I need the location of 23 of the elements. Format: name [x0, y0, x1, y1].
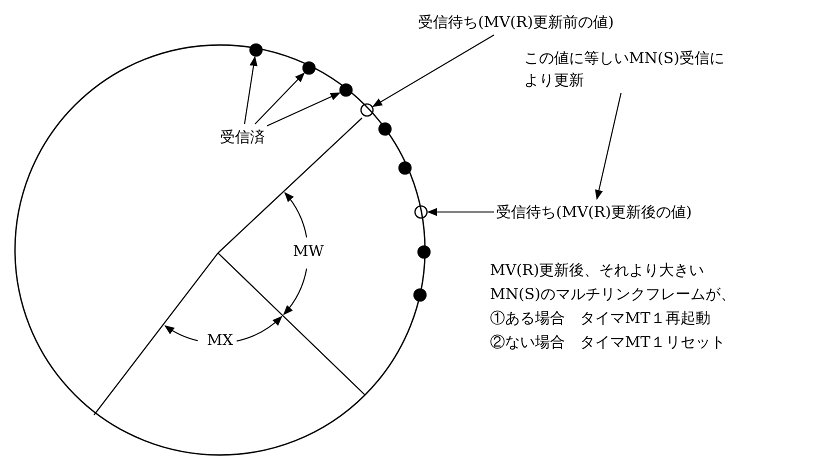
note-text: MN(S)のマルチリンクフレームが、: [490, 284, 736, 305]
dot-marker: [413, 288, 427, 302]
callout-text: 受信待ち(MV(R)更新前の値): [418, 11, 614, 33]
leader-arrow: [372, 34, 494, 107]
callout-text: 受信待ち(MV(R)更新後の値): [496, 201, 692, 223]
dot-marker: [249, 43, 263, 57]
note-text: ②ない場合 タイマMT１リセット: [490, 332, 726, 353]
arrow: [595, 92, 622, 200]
leader-arrow: [266, 92, 341, 126]
dot-marker: [398, 161, 412, 175]
leader-arrow: [427, 208, 494, 216]
callout-text: この値に等しいMN(S)受信により更新: [524, 47, 729, 91]
dot-marker: [378, 122, 392, 136]
note-text: MV(R)更新後、それより大きい: [490, 260, 704, 281]
note-text: ①ある場合 タイマMT１再起動: [490, 308, 710, 329]
dot-marker: [417, 245, 431, 259]
callout-text: 受信済: [220, 126, 265, 148]
ring-marker: [414, 205, 428, 219]
leader-arrow: [244, 56, 258, 124]
leader-arrow: [254, 72, 305, 124]
dot-marker: [302, 61, 316, 75]
ring-marker: [360, 103, 374, 117]
dot-marker: [339, 83, 353, 97]
